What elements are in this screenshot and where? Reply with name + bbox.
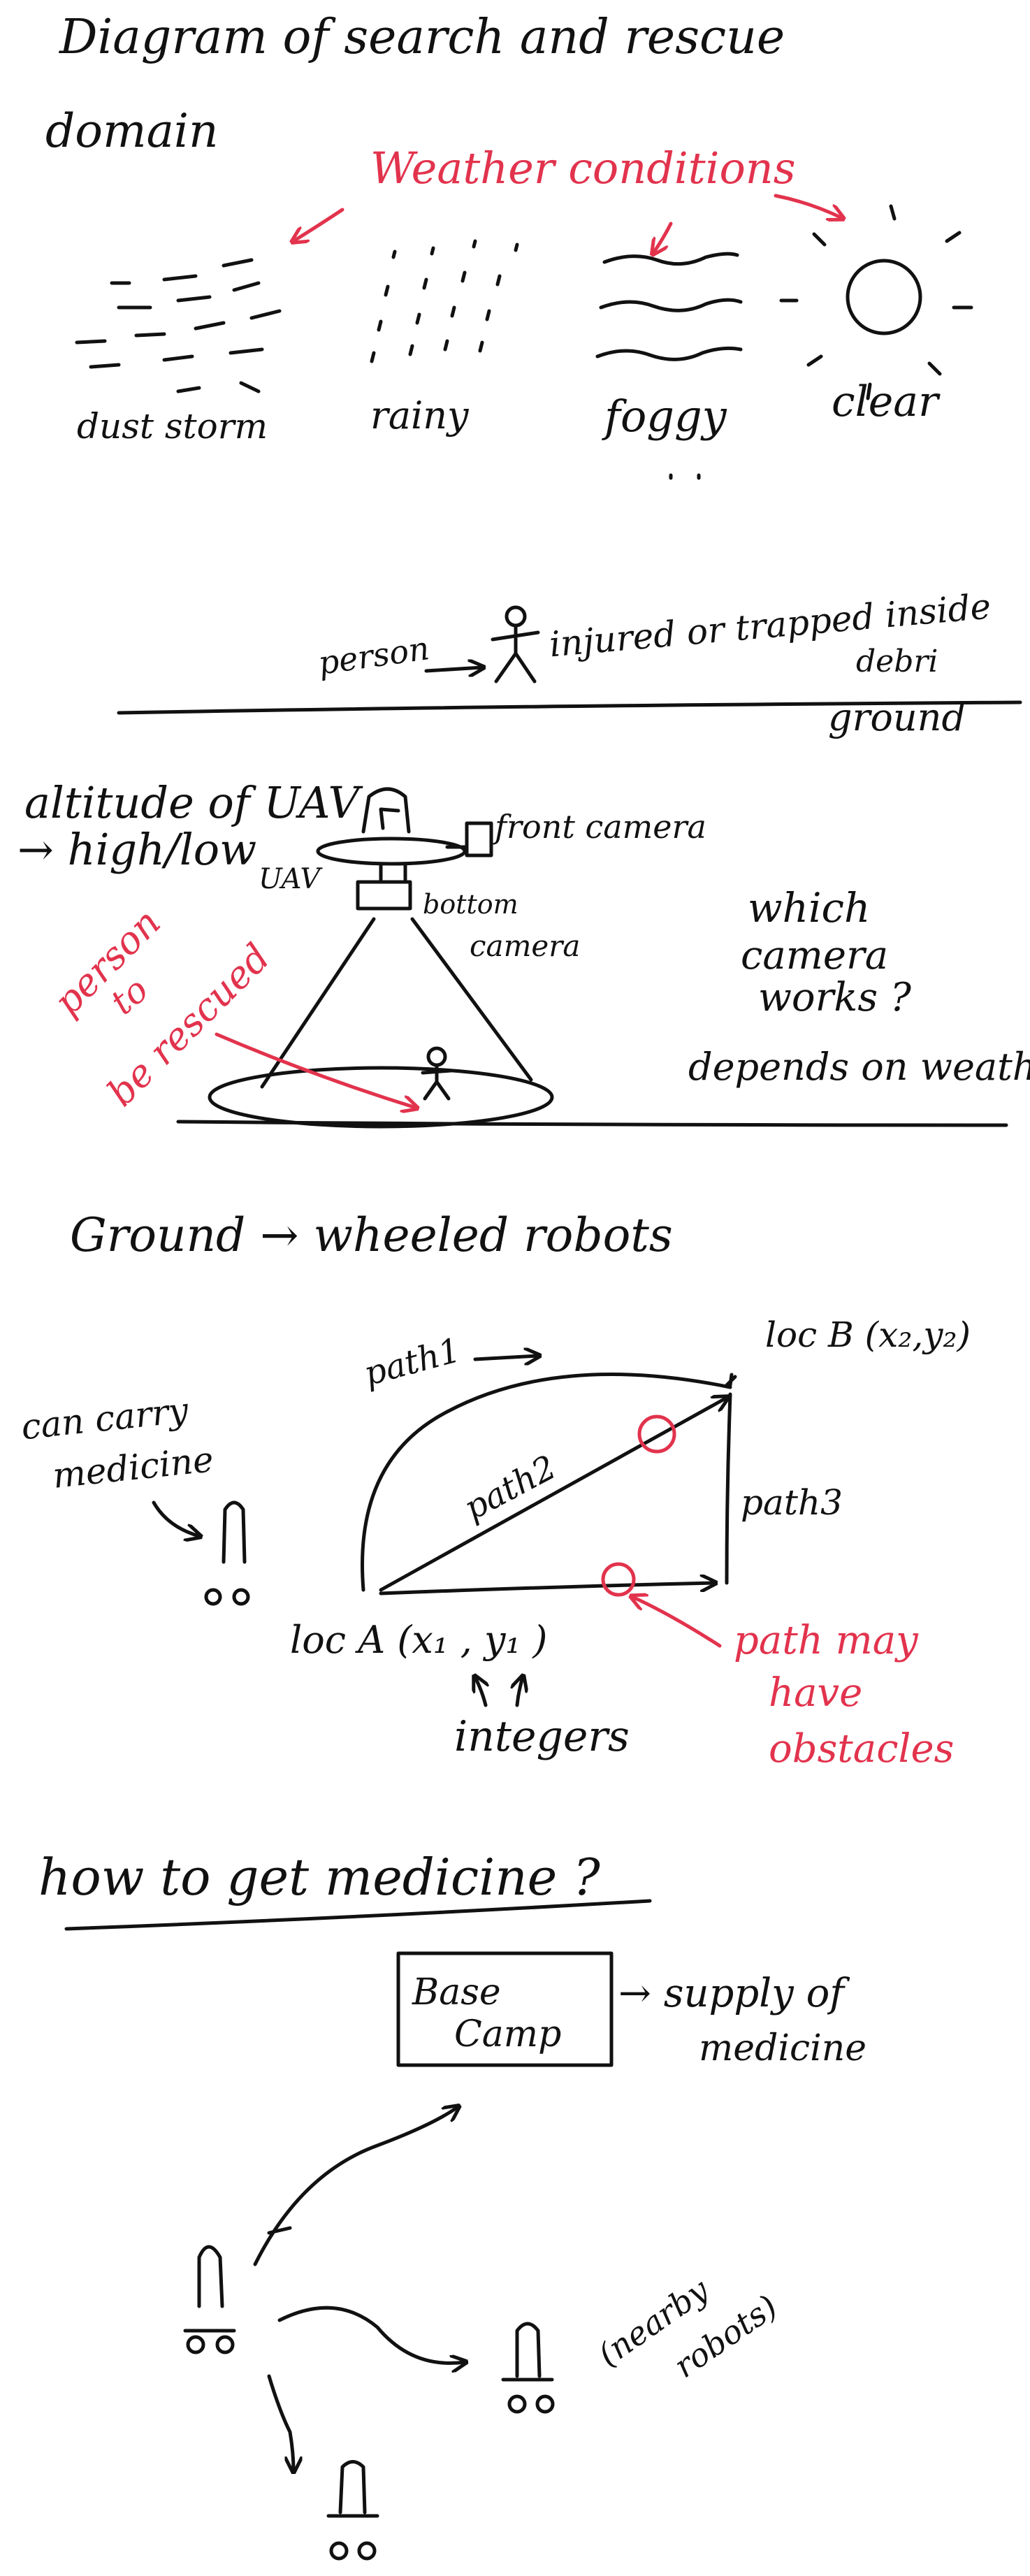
which-camera-2: camera [741,933,889,978]
question-underline [64,1899,652,1931]
medicine-robot [152,1500,250,1606]
integers-label: integers [454,1712,630,1761]
loc-b-label: loc B (x₂,y₂) [765,1315,971,1355]
weather-label-dust-storm: dust storm [77,406,268,447]
rain-icon [370,239,519,363]
front-camera-label: front camera [495,808,706,846]
page-title: Diagram of search and rescue [59,10,785,65]
person-figure [424,605,540,683]
which-camera-3: works ? [758,975,911,1020]
depends-on-weather: depends on weather [688,1045,1030,1089]
obstacles-line1: path may [734,1618,918,1663]
ground-robots-heading: Ground → wheeled robots [70,1208,673,1262]
page-title-line2: domain [45,104,219,158]
altitude-label: altitude of UAV [24,777,360,828]
base-camp-box [396,1951,614,2067]
weather-heading: Weather conditions [370,143,796,194]
bottom-camera-label-2: camera [470,929,581,963]
loc-a-label: loc A (x₁ , y₁ ) [290,1618,548,1662]
ground-line [117,700,1022,715]
integer-arrows [475,1677,523,1707]
which-camera-1: which [748,884,871,932]
debri-label: debri [856,644,938,679]
sun-icon [779,204,973,400]
altitude-options: → high/low [17,824,257,875]
weather-label-foggy: foggy [604,391,727,442]
fog-icon [595,252,743,480]
base-camp-label-2: Camp [454,2013,562,2055]
weather-arrows [293,194,842,253]
path-network [361,1356,737,1595]
robot-network [183,2107,555,2561]
supply-label-2: medicine [699,2027,867,2069]
bottom-camera-label: bottom [423,889,518,920]
uav-ground-line [176,1120,1008,1127]
ground-label: ground [828,695,966,739]
uav-label: UAV [259,863,321,895]
obstacles-line2: have [769,1670,863,1716]
weather-label-clear: clear [832,377,938,426]
obstacle-arrow [632,1597,722,1648]
rescue-arrow [215,1032,416,1108]
medicine-question: how to get medicine ? [38,1848,600,1906]
base-camp-label: Base [412,1971,501,2013]
supply-label: → supply of [618,1971,845,2016]
obstacle-circles [601,1414,676,1597]
path3-label: path3 [741,1482,843,1523]
weather-label-rainy: rainy [370,393,469,437]
obstacles-line3: obstacles [769,1726,955,1772]
dust-storm-icon [75,258,282,393]
